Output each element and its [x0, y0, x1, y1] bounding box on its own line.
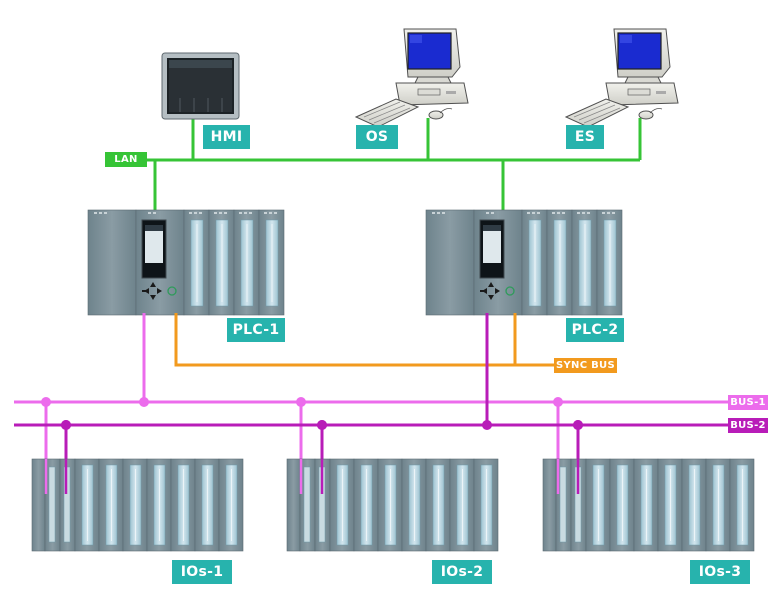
hmi-panel-icon: [161, 52, 240, 120]
es-label: ES: [566, 125, 604, 149]
plc2-rack-icon: [426, 210, 622, 315]
plc1-label: PLC-1: [227, 318, 285, 342]
os-label: OS: [356, 125, 398, 149]
plc2-label: PLC-2: [566, 318, 624, 342]
ios3-station-icon: [543, 459, 754, 551]
os-workstation-icon: [355, 28, 469, 128]
hmi-label: HMI: [203, 125, 250, 149]
lan-label: LAN: [105, 152, 147, 167]
ios2-station-icon: [287, 459, 498, 551]
es-workstation-icon: [565, 28, 679, 128]
ios1-station-icon: [32, 459, 243, 551]
ios2-label: IOs-2: [432, 560, 492, 584]
plc1-rack-icon: [88, 210, 284, 315]
bus-1-nodes: [41, 397, 563, 407]
bus-1-label: BUS-1: [728, 395, 768, 410]
sync-bus-line: [174, 313, 554, 367]
ios1-label: IOs-1: [172, 560, 232, 584]
lan-network: [145, 118, 642, 210]
ios3-label: IOs-3: [690, 560, 750, 584]
bus-2-label: BUS-2: [728, 418, 768, 433]
sync-bus-label: SYNC BUS: [554, 358, 617, 373]
